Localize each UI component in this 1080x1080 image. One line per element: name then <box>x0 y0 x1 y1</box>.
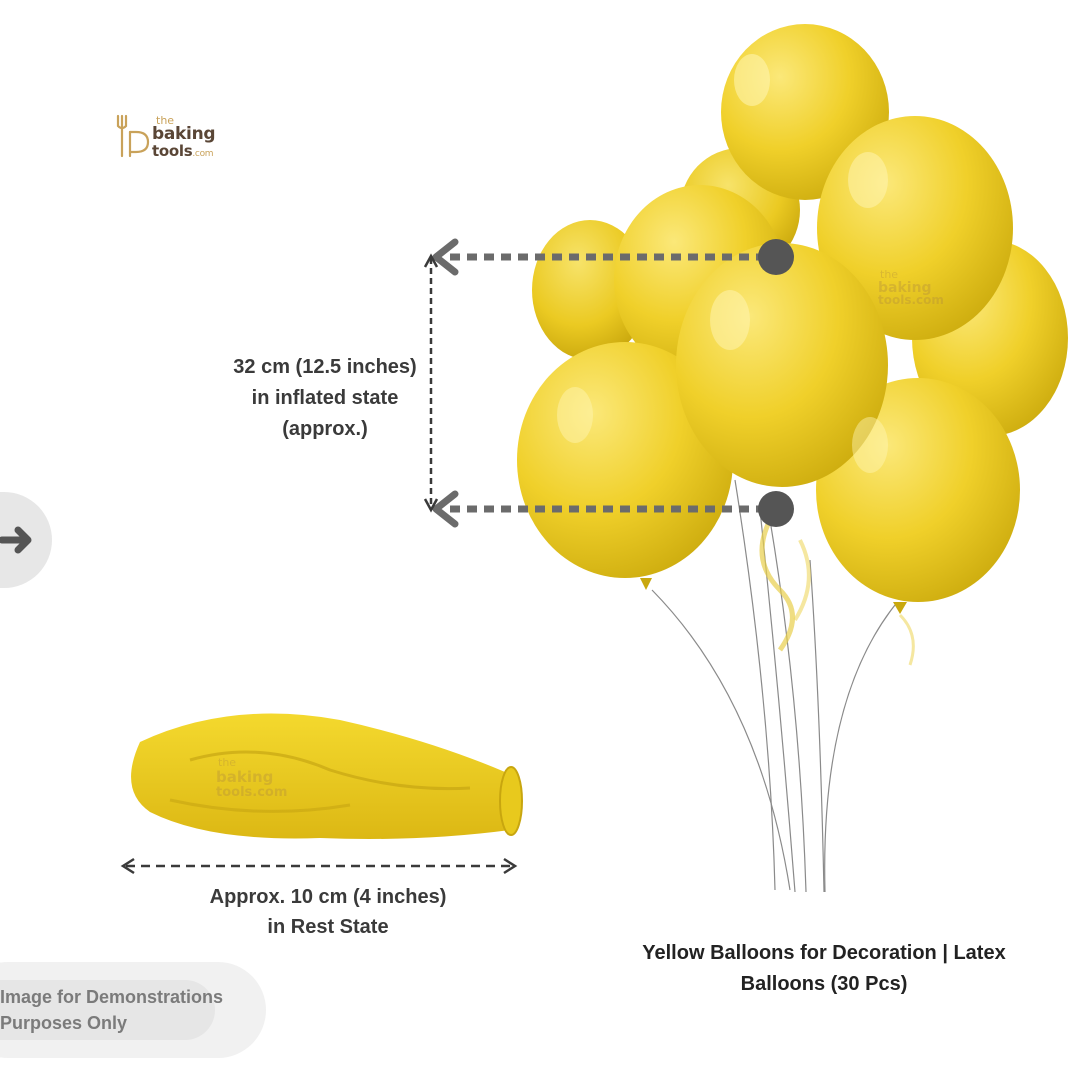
inflated-size-label: 32 cm (12.5 inches) in inflated state (a… <box>233 356 417 440</box>
rest-size-label: Approx. 10 cm (4 inches) in Rest State <box>209 886 447 938</box>
logo-text-tools: tools.com <box>152 142 214 160</box>
inflated-dimension-indicator <box>423 238 770 528</box>
svg-text:tools.com: tools.com <box>878 293 944 307</box>
svg-text:baking: baking <box>878 280 932 296</box>
logo-text-the: the <box>156 114 175 127</box>
rest-dimension-indicator <box>120 857 518 875</box>
logo-text-baking: baking <box>152 124 216 144</box>
measure-point-bottom <box>758 491 794 527</box>
svg-text:baking: baking <box>216 768 273 786</box>
disclaimer-text: Image for Demonstrations Purposes Only <box>0 987 224 1033</box>
disclaimer-badge-inner <box>0 980 215 1040</box>
brand-logo: the baking tools.com <box>112 112 232 164</box>
measure-point-top <box>758 239 794 275</box>
product-title: Yellow Balloons for Decoration | Latex B… <box>642 942 1006 995</box>
svg-text:the: the <box>218 756 236 769</box>
logo-mark-icon <box>116 114 150 158</box>
svg-text:the: the <box>880 268 898 281</box>
disclaimer-badge: Image for Demonstrations Purposes Only <box>0 962 266 1058</box>
deflated-balloon: the baking tools.com <box>131 713 523 839</box>
arrow-right-icon <box>0 526 32 554</box>
svg-text:tools.com: tools.com <box>216 785 287 800</box>
balloon-bunch <box>517 24 1068 666</box>
watermark-balloons: the baking tools.com <box>878 268 944 307</box>
balloon <box>517 342 733 578</box>
